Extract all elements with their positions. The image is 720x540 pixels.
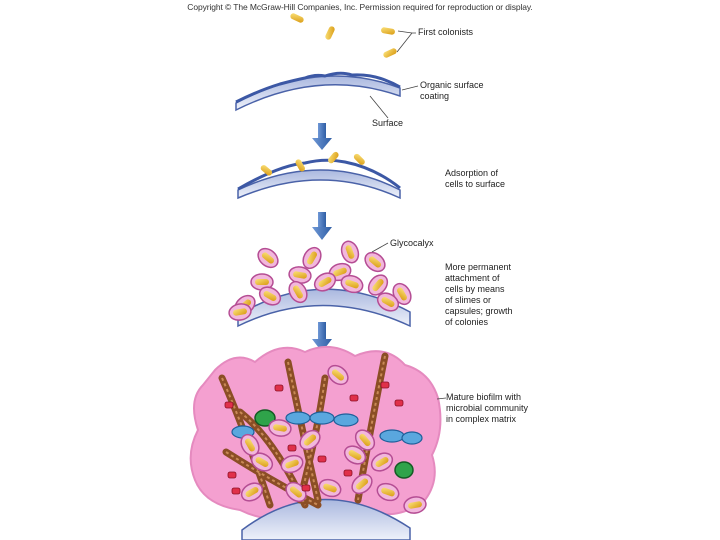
bacterium bbox=[381, 27, 396, 35]
label-organic-coating: Organic surface coating bbox=[420, 80, 484, 102]
bacterium bbox=[327, 151, 340, 165]
green-cell bbox=[395, 462, 413, 478]
red-cell bbox=[344, 470, 352, 476]
bacterium bbox=[324, 25, 335, 40]
label-first-colonists: First colonists bbox=[418, 27, 473, 38]
stage-attachment bbox=[228, 239, 415, 326]
label-surface: Surface bbox=[372, 118, 403, 129]
down-arrow bbox=[312, 123, 332, 150]
red-cell bbox=[395, 400, 403, 406]
down-arrow bbox=[312, 212, 332, 240]
bacterium bbox=[289, 12, 304, 23]
stage-adsorption bbox=[238, 151, 400, 198]
stage-mature-biofilm bbox=[191, 347, 446, 540]
red-cell bbox=[288, 445, 296, 451]
surface-curve bbox=[238, 170, 400, 198]
stage-first-colonists bbox=[236, 12, 418, 118]
red-cell bbox=[225, 402, 233, 408]
red-cell bbox=[228, 472, 236, 478]
surface-curve bbox=[236, 76, 400, 110]
red-cell bbox=[302, 485, 310, 491]
encapsulated-cell bbox=[361, 249, 388, 275]
red-cell bbox=[275, 385, 283, 391]
red-cell bbox=[232, 488, 240, 494]
red-cell bbox=[318, 456, 326, 462]
label-glycocalyx: Glycocalyx bbox=[390, 238, 434, 249]
red-cell bbox=[381, 382, 389, 388]
label-permanent-attachment: More permanent attachment of cells by me… bbox=[445, 262, 513, 328]
label-adsorption: Adsorption of cells to surface bbox=[445, 168, 505, 190]
bacterium bbox=[382, 47, 397, 58]
encapsulated-cell bbox=[254, 245, 281, 271]
encapsulated-cell bbox=[339, 239, 362, 265]
red-cell bbox=[350, 395, 358, 401]
label-mature-biofilm: Mature biofilm with microbial community … bbox=[446, 392, 528, 425]
